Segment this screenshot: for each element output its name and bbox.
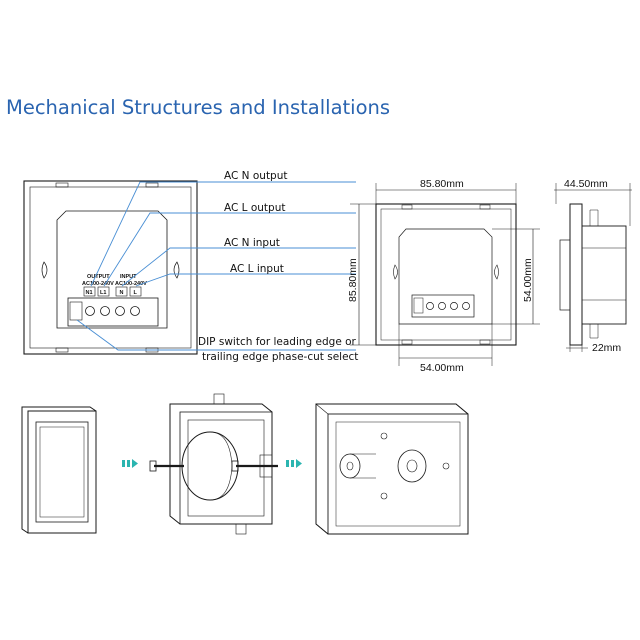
pin-n1-label: N1 bbox=[86, 290, 93, 296]
cover-plate bbox=[21, 406, 97, 534]
callout-dip-line2: trailing edge phase-cut select bbox=[202, 351, 358, 363]
install-arrow-2 bbox=[286, 459, 302, 468]
install-arrow-1 bbox=[122, 459, 138, 468]
callout-ac-l-input: AC L input bbox=[230, 263, 284, 275]
dim-inner-width: 54.00mm bbox=[420, 362, 464, 374]
pin-l-label: L bbox=[134, 290, 138, 296]
back-view: N1 L1 N L OUTPUT AC100-240V INPUT AC100-… bbox=[23, 180, 356, 355]
wall-box bbox=[315, 403, 469, 535]
output-voltage: AC100-240V bbox=[82, 281, 114, 287]
pin-l1-label: L1 bbox=[100, 290, 106, 296]
dim-inner-height: 54.00mm bbox=[522, 258, 534, 302]
page-title: Mechanical Structures and Installations bbox=[6, 96, 391, 119]
input-label: INPUT bbox=[120, 274, 137, 280]
dimension-view: 85.80mm 85.80mm 54.00mm 54.00mm bbox=[347, 178, 540, 374]
pin-n-label: N bbox=[120, 290, 124, 296]
callout-ac-l-output: AC L output bbox=[224, 202, 286, 214]
dimmer-module bbox=[149, 393, 278, 535]
dim-width: 85.80mm bbox=[420, 178, 464, 190]
output-label: OUTPUT bbox=[87, 274, 110, 280]
dim-height: 85.80mm bbox=[347, 258, 359, 302]
callout-ac-n-output: AC N output bbox=[224, 170, 288, 182]
input-voltage: AC100-240V bbox=[115, 281, 147, 287]
dim-plate-depth: 22mm bbox=[592, 342, 621, 354]
dim-depth: 44.50mm bbox=[564, 178, 608, 190]
callout-dip-line1: DIP switch for leading edge or bbox=[198, 336, 357, 348]
side-view: 44.50mm 22mm bbox=[554, 178, 632, 354]
callout-ac-n-input: AC N input bbox=[224, 237, 280, 249]
